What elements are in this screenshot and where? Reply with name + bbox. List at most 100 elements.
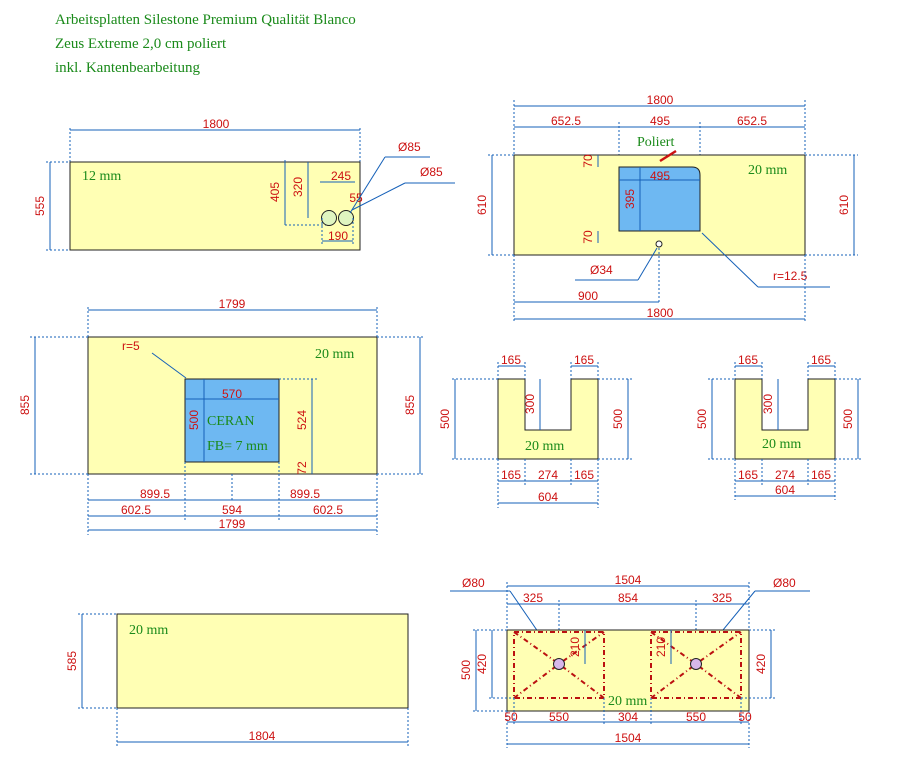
- plate-4-height-left: 500: [438, 409, 452, 429]
- plate-3-dim-72: 72: [295, 461, 309, 475]
- plate-5-thickness: 20 mm: [762, 437, 801, 452]
- plate-1: 1800 555 12 mm 405 320 245 55 190 Ø85 Ø8…: [33, 117, 455, 251]
- sink-cutout: [618, 166, 701, 232]
- plate-2-polished-label: Poliert: [637, 135, 674, 150]
- plate-3-dim-524: 524: [295, 410, 309, 430]
- plate-7-bottom-550-left: 550: [549, 710, 569, 724]
- plate-3-dim-899-right: 899.5: [290, 487, 320, 501]
- plate-5-height-right: 500: [841, 409, 855, 429]
- plate-3-cutout-width: 570: [222, 387, 242, 401]
- plate-7-420-right: 420: [754, 654, 768, 674]
- plate-2-dim-70-bottom: 70: [581, 230, 595, 244]
- plate-7-dim-210-right: 210: [654, 637, 668, 657]
- plate-1-height: 555: [33, 196, 47, 216]
- plate-3-dim-602-right: 602.5: [313, 503, 343, 517]
- plate-3-width-bottom: 1799: [219, 517, 246, 531]
- plate-2-cutout-width: 495: [650, 169, 670, 183]
- plate-3-dim-899-left: 899.5: [140, 487, 170, 501]
- plate-1-dim-405: 405: [268, 182, 282, 202]
- plate-4-bottom-mid: 274: [538, 468, 558, 482]
- plate-5-height-left: 500: [695, 409, 709, 429]
- tap-hole-right: [338, 210, 354, 226]
- plate-7-top-854: 854: [618, 591, 638, 605]
- header-line-edges: inkl. Kantenbearbeitung: [55, 60, 200, 76]
- plate-3: 1799 20 mm r=5 570 500 CERAN FB= 7 mm 52…: [18, 297, 425, 535]
- plate-2-hole-diameter: Ø34: [590, 263, 613, 277]
- plate-7: 1504 Ø80 Ø80 325 854 325 210 210 500 420…: [450, 573, 810, 748]
- plate-7-width-top: 1504: [615, 573, 642, 587]
- plate-4-total-width: 604: [538, 490, 558, 504]
- plate-7-diameter-left: Ø80: [462, 576, 485, 590]
- plate-2: 1800 652.5 495 652.5 Poliert 20 mm 495 3…: [475, 93, 858, 322]
- plate-2-dim-b: 495: [650, 114, 670, 128]
- plate-2-radius: r=12.5: [773, 269, 808, 283]
- plate-2-cutout-height: 395: [623, 189, 637, 209]
- cooktop-cutout: [184, 378, 280, 463]
- tap-hole-left: [321, 210, 337, 226]
- plate-3-radius: r=5: [122, 339, 140, 353]
- plate-2-height-right: 610: [837, 195, 851, 215]
- plate-2-dim-a: 652.5: [551, 114, 581, 128]
- plate-6-thickness: 20 mm: [129, 623, 168, 638]
- plate-1-diameter-2: Ø85: [420, 165, 443, 179]
- header-line-material: Arbeitsplatten Silestone Premium Qualitä…: [55, 12, 356, 28]
- plate-5-top-right: 165: [811, 353, 831, 367]
- plate-5: 165 165 300 500 500 20 mm 165 274 165 60…: [695, 353, 862, 500]
- drain-hole-right: [690, 658, 702, 670]
- plate-1-thickness: 12 mm: [82, 169, 121, 184]
- plate-3-dim-602-left: 602.5: [121, 503, 151, 517]
- plate-5-bottom-left: 165: [738, 468, 758, 482]
- plate-6-height: 585: [65, 651, 79, 671]
- plate-2-width-bottom: 1800: [647, 306, 674, 320]
- plate-1-dim-245: 245: [331, 169, 351, 183]
- plate-4-thickness: 20 mm: [525, 439, 564, 454]
- plate-6-width: 1804: [249, 729, 276, 743]
- plate-4-notch-depth: 300: [523, 394, 537, 414]
- tap-hole: [655, 240, 663, 248]
- plate-4-bottom-right: 165: [574, 468, 594, 482]
- plate-3-height-left: 855: [18, 395, 32, 415]
- header-line-finish: Zeus Extreme 2,0 cm poliert: [55, 36, 227, 52]
- plate-7-top-325-left: 325: [523, 591, 543, 605]
- plate-7-width-bottom: 1504: [615, 731, 642, 745]
- plate-1-width: 1800: [203, 117, 230, 131]
- plate-7-thickness: 20 mm: [608, 694, 647, 709]
- plate-1-dim-55: 55: [349, 191, 363, 205]
- plate-5-top-left: 165: [738, 353, 758, 367]
- plate-1-dim-190: 190: [328, 229, 348, 243]
- plate-5-bottom-mid: 274: [775, 468, 795, 482]
- plate-7-top-325-right: 325: [712, 591, 732, 605]
- plate-1-diameter-1: Ø85: [398, 140, 421, 154]
- plate-4: 165 165 300 500 500 20 mm 165 274 165 60…: [438, 353, 632, 508]
- plate-4-height-right: 500: [611, 409, 625, 429]
- plate-4-top-left: 165: [501, 353, 521, 367]
- plate-4-bottom-left: 165: [501, 468, 521, 482]
- plate-2-dim-c: 652.5: [737, 114, 767, 128]
- plate-7-bottom-550-right: 550: [686, 710, 706, 724]
- plate-5-bottom-right: 165: [811, 468, 831, 482]
- plate-2-height-left: 610: [475, 195, 489, 215]
- plate-2-width-top: 1800: [647, 93, 674, 107]
- plate-3-height-right: 855: [403, 395, 417, 415]
- plate-2-thickness: 20 mm: [748, 163, 787, 178]
- plate-6: 20 mm 585 1804: [65, 613, 409, 746]
- plate-2-hole-offset: 900: [578, 289, 598, 303]
- plate-1-dim-320: 320: [291, 177, 305, 197]
- ceran-label: CERAN: [207, 414, 254, 429]
- plate-7-dim-210-left: 210: [568, 637, 582, 657]
- plate-5-total-width: 604: [775, 483, 795, 497]
- drain-hole-left: [553, 658, 565, 670]
- plate-7-420-left: 420: [475, 654, 489, 674]
- plate-7-bottom-304: 304: [618, 710, 638, 724]
- plate-7-diameter-right: Ø80: [773, 576, 796, 590]
- plate-3-thickness: 20 mm: [315, 347, 354, 362]
- plate-3-width-top: 1799: [219, 297, 246, 311]
- ceran-rebate-label: FB= 7 mm: [207, 439, 268, 454]
- plate-3-dim-594: 594: [222, 503, 242, 517]
- plate-4-top-right: 165: [574, 353, 594, 367]
- plate-7-bottom-50-right: 50: [738, 710, 752, 724]
- plate-7-height: 500: [459, 660, 473, 680]
- plate-1-shape: [69, 161, 361, 251]
- header: Arbeitsplatten Silestone Premium Qualitä…: [55, 8, 356, 80]
